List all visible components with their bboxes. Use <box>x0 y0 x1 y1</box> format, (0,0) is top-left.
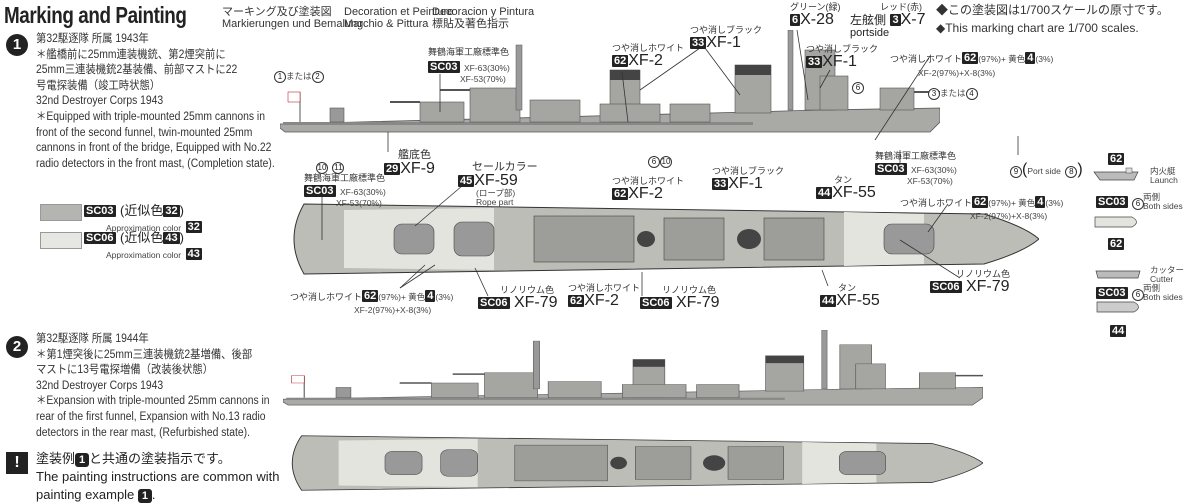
launch-side-icon <box>1093 167 1139 181</box>
launch-top-icon <box>1094 216 1137 228</box>
example-2-description: 第32駆逐隊 所属 1944年＊第1煙突後に25mm三連装機銃2基増備、後部マス… <box>36 333 270 439</box>
cutter-sc03: SC03 6 <box>1096 285 1144 301</box>
subtitle-cn: 標貼及著色指示 <box>432 18 509 30</box>
launch-color-badge: 62 <box>1108 152 1125 165</box>
example-1-number: 1 <box>6 34 28 56</box>
subtitle-es: Decoracion y Pintura <box>432 6 535 18</box>
cutter-side-icon <box>1095 270 1141 279</box>
ship-1-top-view <box>293 203 1039 275</box>
subtitle-de: Markierungen und Bemalung <box>222 18 364 30</box>
callout-10b: 10 <box>660 156 672 168</box>
cutter-top-icon <box>1096 301 1139 313</box>
scale-note-jp: ◆この塗装図は1/700スケールの原寸です。 <box>936 3 1169 17</box>
scale-note-en: ◆This marking chart are 1/700 scales. <box>936 21 1139 35</box>
ship-1-side-profile <box>280 30 940 133</box>
cutter-color-badge: 44 <box>1110 324 1127 337</box>
ship-2-side-profile <box>283 330 983 406</box>
sc03-swatch <box>40 204 82 221</box>
ship-2-top-view <box>291 435 983 491</box>
callout-6: 6 <box>852 82 864 94</box>
launch-sc03: SC03 6 <box>1096 194 1144 210</box>
sc06-swatch <box>40 232 82 249</box>
page-title: Marking and Painting <box>4 2 187 28</box>
callout-6b: 6 <box>648 156 660 168</box>
subtitle-jp: マーキング及び塗装図 <box>222 6 332 18</box>
example-2-number: 2 <box>6 336 28 358</box>
launch-deck-badge: 62 <box>1108 237 1125 250</box>
callout-11: 11 <box>332 162 345 174</box>
subtitle-fr: Decoration et Peinture <box>344 6 454 18</box>
note-icon: ! <box>6 452 28 474</box>
subtitle-it: Marchio & Pittura <box>344 18 429 30</box>
port-side-callout: 9(Port side 8) <box>1010 162 1083 178</box>
